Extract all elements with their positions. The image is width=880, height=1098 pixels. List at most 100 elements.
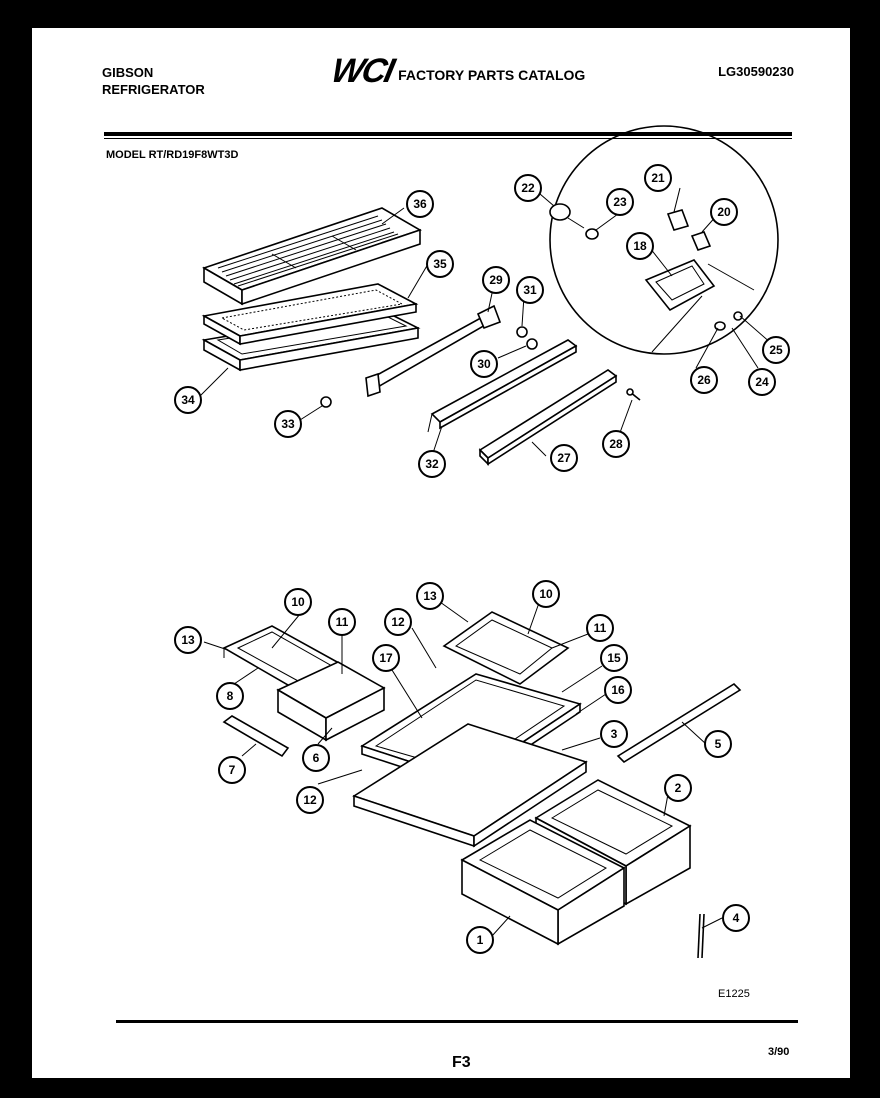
- callout-32: 32: [418, 450, 446, 478]
- callout-10-right: 10: [532, 580, 560, 608]
- svg-text:7: 7: [229, 763, 236, 777]
- svg-text:11: 11: [594, 621, 607, 635]
- callout-2: 2: [664, 774, 692, 802]
- rail-27: [478, 369, 618, 466]
- crisper-cover-3: [352, 723, 588, 848]
- svg-text:36: 36: [413, 197, 427, 211]
- catalog-sheet: GIBSON REFRIGERATOR WCI FACTORY PARTS CA…: [32, 28, 850, 1078]
- svg-text:24: 24: [755, 375, 769, 389]
- catalog-title: FACTORY PARTS CATALOG: [398, 66, 586, 83]
- header-rule-thin: [104, 138, 792, 139]
- svg-text:12: 12: [303, 793, 317, 807]
- svg-text:18: 18: [633, 239, 647, 253]
- svg-text:23: 23: [613, 195, 627, 209]
- support-7: [222, 715, 290, 758]
- svg-text:22: 22: [521, 181, 535, 195]
- svg-text:11: 11: [336, 615, 349, 629]
- callout-11-right: 11: [586, 614, 614, 642]
- exploded-parts-diagram: 36 35 34 33 29 31 30 32 27 28 22 23 21 2…: [174, 125, 790, 959]
- svg-text:34: 34: [181, 393, 195, 407]
- svg-text:17: 17: [379, 651, 393, 665]
- callout-29: 29: [482, 266, 510, 294]
- callout-3: 3: [600, 720, 628, 748]
- callout-22: 22: [514, 174, 542, 202]
- svg-text:12: 12: [391, 615, 405, 629]
- callout-21: 21: [644, 164, 672, 192]
- callout-31: 31: [516, 276, 544, 304]
- callout-24: 24: [748, 368, 776, 396]
- callout-13-right: 13: [416, 582, 444, 610]
- callout-34: 34: [174, 386, 202, 414]
- callout-17: 17: [372, 644, 400, 672]
- meat-keeper-pan-6: [276, 661, 386, 742]
- pin-4: [697, 913, 705, 959]
- part-number: LG30590230: [718, 64, 794, 79]
- figure-number: F3: [452, 1054, 471, 1071]
- svg-text:15: 15: [607, 651, 621, 665]
- shelf-frame-upper-right: [442, 611, 570, 685]
- svg-text:2: 2: [675, 781, 682, 795]
- callout-11-left: 11: [328, 608, 356, 636]
- model-number: MODEL RT/RD19F8WT3D: [106, 149, 239, 161]
- svg-text:27: 27: [557, 451, 571, 465]
- callout-35: 35: [426, 250, 454, 278]
- svg-text:30: 30: [477, 357, 491, 371]
- callout-36: 36: [406, 190, 434, 218]
- svg-text:10: 10: [539, 587, 553, 601]
- svg-text:21: 21: [651, 171, 665, 185]
- callout-12-upper: 12: [384, 608, 412, 636]
- callout-30: 30: [470, 350, 498, 378]
- callout-25: 25: [762, 336, 790, 364]
- callout-5: 5: [704, 730, 732, 758]
- glide-33: [320, 396, 332, 408]
- svg-text:31: 31: [523, 283, 537, 297]
- product-type: REFRIGERATOR: [102, 82, 205, 97]
- svg-text:28: 28: [609, 437, 623, 451]
- callout-10-left: 10: [284, 588, 312, 616]
- svg-text:20: 20: [717, 205, 731, 219]
- footer-rule: [116, 1020, 798, 1023]
- header-rule: [104, 132, 792, 136]
- svg-text:32: 32: [425, 457, 439, 471]
- brand-name: GIBSON: [102, 65, 154, 80]
- crisper-cover-36: [202, 207, 422, 306]
- svg-text:5: 5: [715, 737, 722, 751]
- callout-20: 20: [710, 198, 738, 226]
- crisper-pan-1: [460, 819, 626, 946]
- svg-text:1: 1: [477, 933, 484, 947]
- diagram-code: E1225: [718, 988, 750, 1000]
- glide-31-30: [516, 326, 538, 350]
- callout-13-left: 13: [174, 626, 202, 654]
- callout-28: 28: [602, 430, 630, 458]
- svg-text:16: 16: [611, 683, 625, 697]
- callout-16: 16: [604, 676, 632, 704]
- svg-text:13: 13: [181, 633, 195, 647]
- svg-text:33: 33: [281, 417, 295, 431]
- svg-text:4: 4: [733, 911, 740, 925]
- callout-26: 26: [690, 366, 718, 394]
- brand-block: GIBSON REFRIGERATOR: [102, 64, 205, 98]
- svg-text:26: 26: [697, 373, 711, 387]
- logo-block: WCI FACTORY PARTS CATALOG: [328, 52, 586, 91]
- callout-33: 33: [274, 410, 302, 438]
- svg-text:25: 25: [769, 343, 783, 357]
- callout-4: 4: [722, 904, 750, 932]
- shelf-frame-35: [201, 283, 419, 346]
- callout-12-lower: 12: [296, 786, 324, 814]
- svg-text:8: 8: [227, 689, 234, 703]
- callout-18: 18: [626, 232, 654, 260]
- rail-29: [365, 304, 502, 398]
- callout-8: 8: [216, 682, 244, 710]
- svg-text:3: 3: [611, 727, 618, 741]
- callout-1: 1: [466, 926, 494, 954]
- svg-text:6: 6: [313, 751, 320, 765]
- revision-date: 3/90: [768, 1046, 790, 1058]
- svg-text:29: 29: [489, 273, 503, 287]
- callout-27: 27: [550, 444, 578, 472]
- screw-28: [626, 388, 641, 401]
- callout-7: 7: [218, 756, 246, 784]
- callout-6: 6: [302, 744, 330, 772]
- svg-text:35: 35: [433, 257, 447, 271]
- svg-text:10: 10: [291, 595, 305, 609]
- callout-15: 15: [600, 644, 628, 672]
